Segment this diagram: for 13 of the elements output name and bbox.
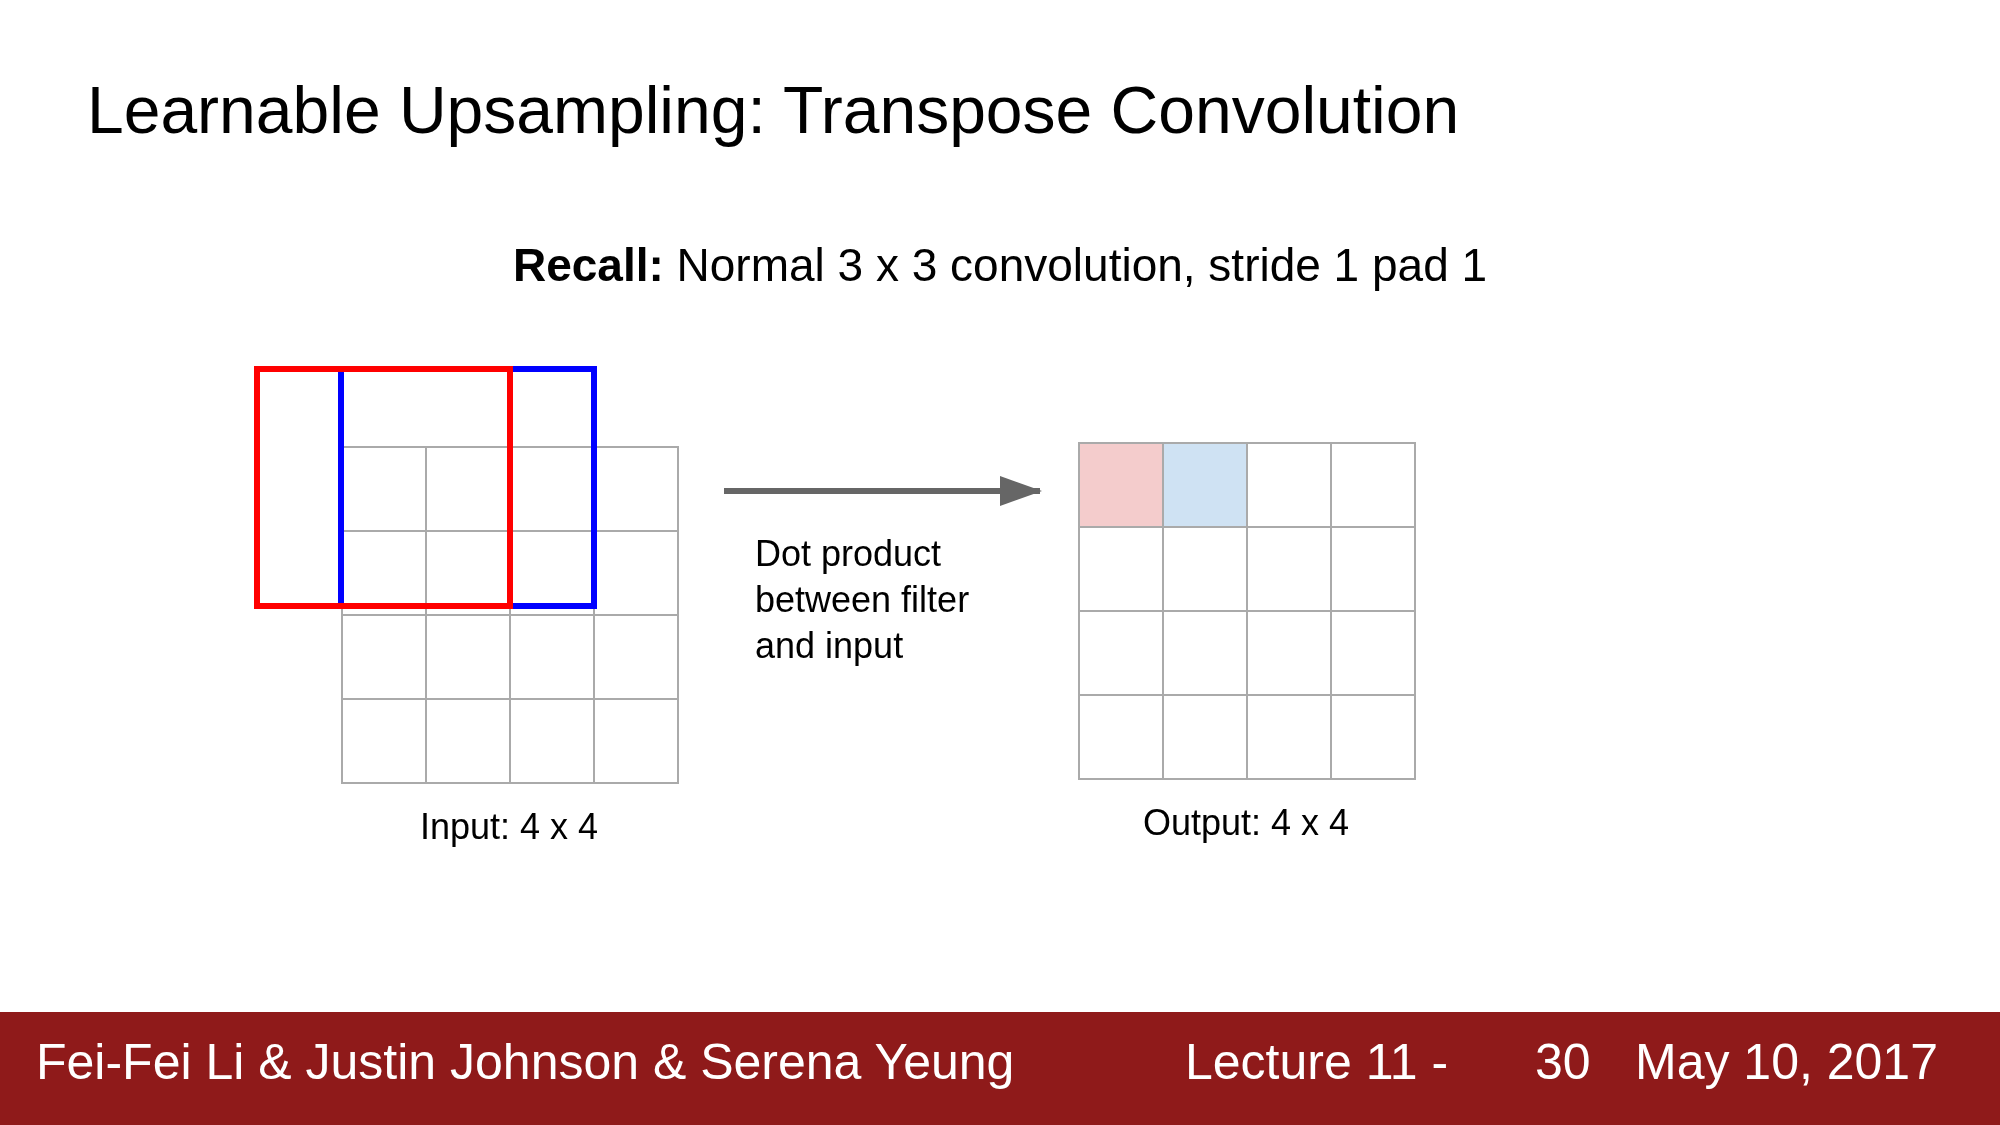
author-names: Fei-Fei Li & Justin Johnson & Serena Yeung <box>36 1033 1015 1091</box>
input-grid <box>341 446 677 782</box>
date-text: May 10, 2017 <box>1635 1033 1938 1091</box>
output-grid <box>1078 442 1414 778</box>
arrow <box>724 476 1042 506</box>
filter-outline <box>338 366 597 609</box>
filter-outline <box>254 366 513 609</box>
grid-caption: Output: 4 x 4 <box>1141 802 1351 844</box>
grid-caption: Input: 4 x 4 <box>418 806 600 848</box>
subtitle-text: Recall: Normal 3 x 3 convolution, stride 1 pad 1 <box>511 238 1489 292</box>
lecture-number: Lecture 11 - <box>1185 1033 1449 1091</box>
page-number: 30 <box>1535 1033 1591 1091</box>
slide-title: Learnable Upsampling: Transpose Convolution <box>87 72 1460 148</box>
